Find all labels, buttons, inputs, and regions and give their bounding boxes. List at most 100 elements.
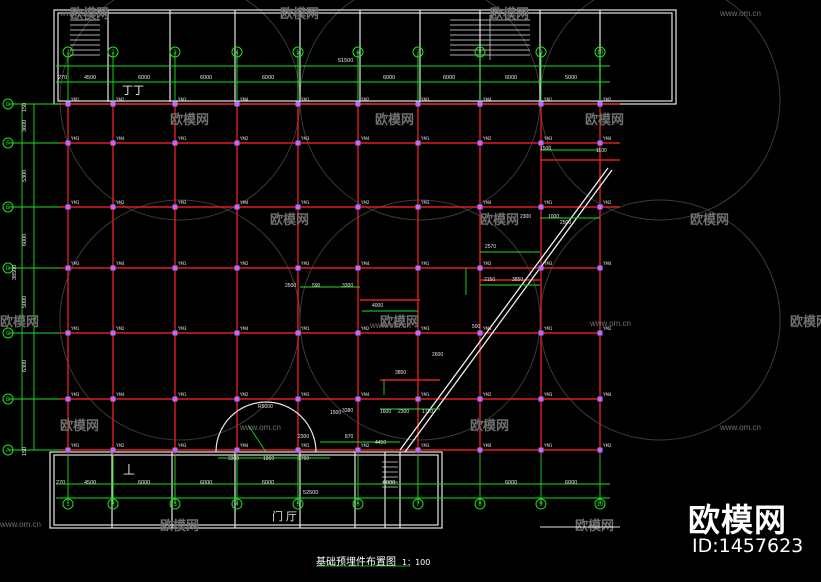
embedded-part-marker — [597, 265, 603, 271]
embedded-part-marker — [234, 204, 240, 210]
embedded-part-tag: YM1 — [70, 326, 80, 331]
axis-bubble-bottom-4 — [231, 498, 243, 510]
embedded-part-marker — [597, 447, 603, 453]
watermark-text: 欧模网 — [790, 314, 821, 329]
embedded-part-tag: YM2 — [239, 392, 249, 397]
axis-bubble-top-6 — [352, 46, 364, 58]
left-dim-3: 5300 — [22, 170, 28, 182]
embedded-part-marker — [172, 396, 178, 402]
axis-bubble-left-A — [2, 444, 14, 456]
axis-bubble-bottom-2 — [107, 498, 119, 510]
left-dim-5: 5000 — [22, 296, 28, 308]
watermark-text: 欧模网 — [480, 212, 519, 227]
embedded-part-tag: YM2 — [602, 326, 612, 331]
embedded-part-marker — [415, 447, 421, 453]
embedded-part-tag: YM2 — [115, 200, 125, 205]
embedded-part-tag: YM4 — [115, 136, 125, 141]
embedded-part-tag: YM2 — [602, 97, 612, 102]
axis-bubble-bottom-5 — [292, 498, 304, 510]
embedded-part-tag: YM3 — [177, 97, 187, 102]
embedded-part-marker — [110, 265, 116, 271]
embedded-part-tag: YM4 — [115, 392, 125, 397]
embedded-part-tag: YM2 — [360, 200, 370, 205]
embedded-part-tag: YM3 — [70, 392, 80, 397]
interior-dimension: 2300 — [520, 214, 531, 220]
embedded-part-tag: YM2 — [115, 97, 125, 102]
left-dim-6: 6300 — [22, 360, 28, 372]
interior-dimension: 2600 — [432, 352, 443, 358]
embedded-part-marker — [477, 265, 483, 271]
top-dim-6: 6000 — [383, 75, 395, 81]
embedded-part-tag: YM4 — [602, 136, 612, 141]
watermark-text: 欧模网 — [160, 518, 199, 533]
embedded-part-tag: YM3 — [300, 136, 310, 141]
embedded-part-tag: YM3 — [177, 443, 187, 448]
axis-bubble-bottom-3 — [169, 498, 181, 510]
bottom-building-strip — [49, 451, 443, 529]
embedded-part-tag: YM2 — [239, 261, 249, 266]
embedded-part-tag: YM1 — [70, 200, 80, 205]
top-dim-8: 6000 — [505, 75, 517, 81]
embedded-part-tag: YM2 — [115, 326, 125, 331]
embedded-part-marker — [597, 101, 603, 107]
axis-bubble-bottom-10 — [594, 498, 606, 510]
axis-label-top-6: 6 — [356, 50, 360, 56]
axis-bubbles-top: 1 2 3 4 5 6 7 8 9 10 — [62, 46, 606, 58]
bottom-total-dimension: 52500 — [303, 490, 318, 496]
embedded-part-tag: YM1 — [300, 200, 310, 205]
axis-label-left-B: B — [6, 397, 10, 403]
interior-dimension: 1000 — [548, 214, 559, 220]
axis-bubble-bottom-6 — [352, 498, 364, 510]
embedded-part-marker — [538, 204, 544, 210]
top-dim-7: 6000 — [443, 75, 455, 81]
embedded-part-tag: YM3 — [543, 136, 553, 141]
embedded-part-tag: YM4 — [360, 261, 370, 266]
embedded-part-tag: YM3 — [300, 261, 310, 266]
embedded-part-tag: YM3 — [70, 136, 80, 141]
entrance-arc — [215, 401, 317, 453]
axis-label-top-10: 10 — [597, 50, 604, 56]
embedded-part-tag: YM1 — [420, 392, 430, 397]
room-label-top-stair: 丁丁 — [122, 85, 144, 97]
embedded-part-marker — [597, 204, 603, 210]
embedded-part-marker — [65, 101, 71, 107]
drawing-scale: 1：100 — [402, 558, 431, 567]
top-dim-1: 270 — [58, 75, 67, 81]
interior-dimension: 2300 — [298, 434, 309, 440]
axis-bubble-left-E — [2, 201, 14, 213]
embedded-part-tag: YM4 — [239, 97, 249, 102]
bottom-dim-6: 6000 — [383, 480, 395, 486]
watermark-url: www.om.cn — [59, 9, 101, 18]
axis-bubbles-left: G F E D C B A — [2, 98, 14, 456]
embedded-part-marker — [295, 140, 301, 146]
embedded-part-marker — [538, 330, 544, 336]
embedded-part-marker — [234, 447, 240, 453]
watermark-url: www.om.cn — [0, 520, 41, 529]
embedded-part-tag: YM4 — [482, 443, 492, 448]
watermark-url: www.om.cn — [589, 319, 631, 328]
bottom-dim-3: 6000 — [138, 480, 150, 486]
watermark-url: www.om.cn — [239, 423, 281, 432]
embedded-part-marker — [415, 204, 421, 210]
embedded-part-marker — [110, 101, 116, 107]
embedded-part-marker — [415, 140, 421, 146]
left-dimension-texts: 150 3600 5300 6000 5000 6300 150 38500 — [12, 103, 28, 456]
interior-dimension: 3850 — [395, 370, 406, 376]
embedded-part-marker — [538, 101, 544, 107]
interior-dimension: 1860 — [263, 456, 274, 462]
watermark-text: 欧模网 — [280, 6, 319, 21]
embedded-part-tag: YM4 — [360, 392, 370, 397]
interior-dimension: 1760 — [298, 456, 309, 462]
interior-dimension: 1100 — [596, 148, 607, 154]
axis-label-top-3: 3 — [173, 50, 177, 56]
axis-label-bottom-3: 3 — [173, 502, 177, 508]
embedded-part-marker — [355, 101, 361, 107]
embedded-part-tag: YM3 — [543, 261, 553, 266]
axis-label-left-A: A — [6, 448, 10, 454]
embedded-part-tag: YM1 — [177, 392, 187, 397]
axis-bubble-bottom-8 — [474, 498, 486, 510]
embedded-part-tag: YM3 — [420, 200, 430, 205]
embedded-part-tag: YM2 — [602, 200, 612, 205]
